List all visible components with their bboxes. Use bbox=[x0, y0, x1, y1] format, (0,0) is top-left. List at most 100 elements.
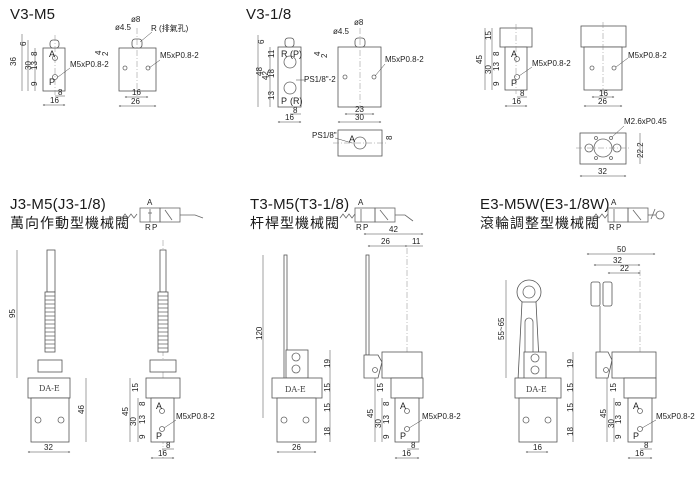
dim-16: 16 bbox=[158, 449, 167, 458]
dim-32: 32 bbox=[613, 256, 622, 265]
dim-11: 11 bbox=[412, 237, 421, 246]
dim-30: 30 bbox=[355, 113, 364, 122]
dim-9: 9 bbox=[138, 434, 147, 439]
dim-16: 16 bbox=[285, 113, 294, 122]
dim-8: 8 bbox=[30, 51, 39, 56]
cap-top-view: M2.6xP0.45 22.2 32 bbox=[576, 117, 667, 177]
mount-hole bbox=[302, 416, 310, 424]
cap-top bbox=[579, 132, 627, 165]
e3-front-view: DA-E 55~65 19 15 15 18 16 bbox=[497, 279, 575, 453]
valve-body bbox=[337, 46, 382, 108]
valve-body bbox=[394, 397, 420, 443]
dim-6: 6 bbox=[257, 39, 266, 44]
callout-m5-thread: M5xP0.8-2 bbox=[176, 412, 215, 421]
dim-30: 30 bbox=[607, 419, 616, 428]
roller-wheel bbox=[602, 281, 613, 307]
dim-48: 48 bbox=[255, 67, 264, 76]
actuator-block bbox=[390, 377, 424, 399]
callout-ps18-2: PS1/8"-2 bbox=[304, 75, 336, 84]
spring bbox=[44, 291, 56, 353]
dim-9: 9 bbox=[382, 434, 391, 439]
callout-ps18: PS1/8" bbox=[312, 131, 337, 140]
section-title-j3: J3-M5(J3-1/8) bbox=[10, 196, 106, 213]
stick-top bbox=[159, 249, 167, 293]
section-subtitle-j3: 萬向作動型機械閥 bbox=[10, 215, 130, 231]
dim-16: 16 bbox=[402, 449, 411, 458]
actuator-neck bbox=[37, 359, 63, 373]
dim-19: 19 bbox=[566, 359, 575, 368]
symbol-port-p: P bbox=[152, 223, 157, 232]
mount-hole bbox=[122, 65, 128, 71]
dim-16: 16 bbox=[533, 443, 542, 452]
symbol-port-p: P bbox=[363, 223, 368, 232]
symbol-port-r: R bbox=[145, 223, 151, 232]
v3m5-front-view: 16 26 4 2 ø4.5 ø8 R (排氣孔) M5xP0.8-2 bbox=[94, 15, 199, 107]
actuator-cap bbox=[580, 25, 627, 48]
spring bbox=[157, 291, 169, 353]
mount-hole bbox=[280, 416, 288, 424]
cap-side-view: A P 45 15 30 8 13 9 M5xP0.8-2 8 16 bbox=[475, 24, 571, 107]
actuator-head bbox=[611, 351, 657, 379]
dim-15: 15 bbox=[131, 383, 140, 392]
port-p-paren-label: (P) bbox=[290, 49, 302, 59]
port-a-hole bbox=[514, 56, 520, 62]
dim-9: 9 bbox=[492, 81, 501, 86]
lever-icon bbox=[395, 214, 414, 222]
cap-front-view: M5xP0.8-2 16 26 bbox=[580, 22, 667, 107]
symbol-port-r: R bbox=[356, 223, 362, 232]
port-r-paren-label: (R) bbox=[290, 96, 303, 106]
valve-symbol-e3: A R P bbox=[592, 198, 665, 232]
dim-18: 18 bbox=[267, 69, 276, 78]
callout-m2-6: M2.6xP0.45 bbox=[624, 117, 667, 126]
dim-13: 13 bbox=[492, 62, 501, 71]
callout-m5-thread: M5xP0.8-2 bbox=[422, 412, 461, 421]
stick-top bbox=[46, 249, 56, 293]
dim-13: 13 bbox=[382, 415, 391, 424]
callout-m5-thread: M5xP0.8-2 bbox=[70, 60, 109, 69]
dim-15-a: 15 bbox=[566, 383, 575, 392]
dim-11: 11 bbox=[267, 49, 276, 58]
dim-8w: 8 bbox=[58, 88, 63, 97]
port-p-hole bbox=[514, 74, 520, 80]
symbol-port-a: A bbox=[611, 198, 617, 207]
dim-18: 18 bbox=[566, 427, 575, 436]
actuator-neck bbox=[149, 359, 177, 373]
port-a-label: A bbox=[400, 401, 406, 411]
spring-icon bbox=[121, 213, 138, 219]
dim-32: 32 bbox=[44, 443, 53, 452]
dim-4: 4 bbox=[94, 50, 103, 55]
dim-13: 13 bbox=[30, 61, 39, 70]
port-a-label: A bbox=[156, 401, 162, 411]
roller-wheel bbox=[590, 281, 601, 307]
callout-d8: ø8 bbox=[131, 15, 141, 24]
port-p-hole bbox=[52, 74, 58, 80]
callout-m5-thread: M5xP0.8-2 bbox=[532, 59, 571, 68]
dim-26: 26 bbox=[598, 97, 607, 106]
callout-m5-thread: M5xP0.8-2 bbox=[628, 51, 667, 60]
actuator-block bbox=[623, 377, 657, 399]
callout-d8: ø8 bbox=[354, 18, 364, 27]
callout-d4-5: ø4.5 bbox=[333, 27, 350, 36]
screw-icon bbox=[530, 365, 540, 375]
dim-16: 16 bbox=[512, 97, 521, 106]
valve-symbol-j3: A R P bbox=[121, 198, 204, 232]
symbol-port-r: R bbox=[609, 223, 615, 232]
mount-hole bbox=[57, 416, 65, 424]
dim-30: 30 bbox=[484, 65, 493, 74]
dim-15-a: 15 bbox=[323, 383, 332, 392]
t3-side-view: 42 26 11 A P 45 15 30 8 13 9 M5xP0.8-2 8… bbox=[363, 225, 461, 459]
port-p-hole bbox=[283, 81, 297, 95]
port-a-label: A bbox=[511, 49, 517, 59]
spring-icon bbox=[339, 213, 356, 219]
valve-body bbox=[30, 397, 70, 443]
port-p-label: P bbox=[633, 431, 639, 441]
dim-46: 46 bbox=[77, 405, 86, 414]
dim-45: 45 bbox=[121, 407, 130, 416]
mount-hole bbox=[371, 74, 377, 80]
screw-icon bbox=[291, 364, 301, 374]
j3-front-view: DA-E 95 46 32 bbox=[8, 249, 87, 453]
screw-icon bbox=[530, 353, 540, 363]
valve-body bbox=[118, 47, 157, 92]
section-subtitle-t3: 杆桿型機械閥 bbox=[250, 215, 340, 231]
